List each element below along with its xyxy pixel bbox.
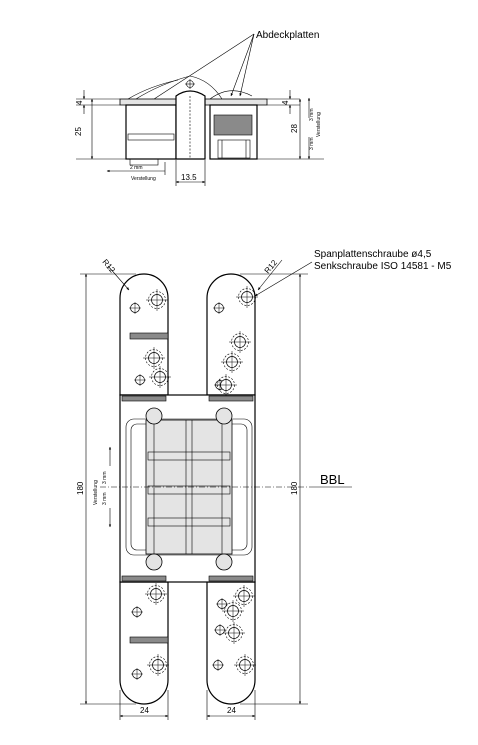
hinge-center-body xyxy=(119,394,256,583)
dim-width-left: 24 xyxy=(140,706,149,715)
length-dimension-right xyxy=(240,273,308,705)
adjust-horizontal-value: 2 mm xyxy=(130,165,143,171)
radius-left-leader xyxy=(107,265,130,291)
adjust-vertical-value: 3 mm xyxy=(309,109,315,122)
hinge-body-top-view xyxy=(125,90,258,166)
adjust-horizontal-arrow xyxy=(106,162,166,175)
dim-length-left: 180 xyxy=(76,481,85,495)
adjust-horizontal-label: Verstellung xyxy=(131,176,156,182)
length-dimension-left xyxy=(80,273,136,705)
top-dimensions-left xyxy=(76,90,126,160)
dim-gap: 13.5 xyxy=(181,173,197,182)
dim-length-right: 180 xyxy=(290,481,299,495)
left-top-screws xyxy=(128,288,172,389)
callout-leader xyxy=(150,33,255,102)
dim-gap-lines xyxy=(175,160,206,186)
screw-spec-line1: Spanplattenschraube ø4,5 xyxy=(314,249,432,260)
callout-abdeckplatten: Abdeckplatten xyxy=(256,30,319,41)
reference-bbl: BBL xyxy=(320,472,345,487)
front-adjust-value1: 3 mm xyxy=(102,493,108,506)
left-bottom-stamp xyxy=(129,636,169,644)
screw-callout-leader xyxy=(254,261,313,297)
top-dimensions-right xyxy=(257,90,324,160)
dim-width-right: 24 xyxy=(227,706,236,715)
dim-top-plate-right: 4 xyxy=(281,100,290,105)
dim-top-height-right: 28 xyxy=(290,124,299,133)
dim-top-plate-left: 4 xyxy=(75,100,84,105)
radius-left: R12 xyxy=(100,258,117,275)
radius-right-leader xyxy=(257,259,283,291)
dim-top-height-left: 25 xyxy=(74,127,83,136)
adjust-vertical-value2: 3 mm xyxy=(309,138,315,151)
top-view: Abdeckplatten xyxy=(74,30,324,186)
width-dimension-left xyxy=(119,690,169,720)
left-top-stamp xyxy=(129,332,169,340)
screw-spec-line2: Senkschraube ISO 14581 - M5 xyxy=(314,261,452,272)
front-adjust-value2: 3 mm xyxy=(102,472,108,485)
adjust-vertical-label: Verstellung xyxy=(316,112,322,137)
width-dimension-right xyxy=(206,690,256,720)
front-view: BBL xyxy=(76,249,452,720)
radius-right: R12 xyxy=(263,258,280,275)
front-adjust-label: Verstellung xyxy=(93,480,99,505)
left-bottom-screws xyxy=(129,582,170,681)
